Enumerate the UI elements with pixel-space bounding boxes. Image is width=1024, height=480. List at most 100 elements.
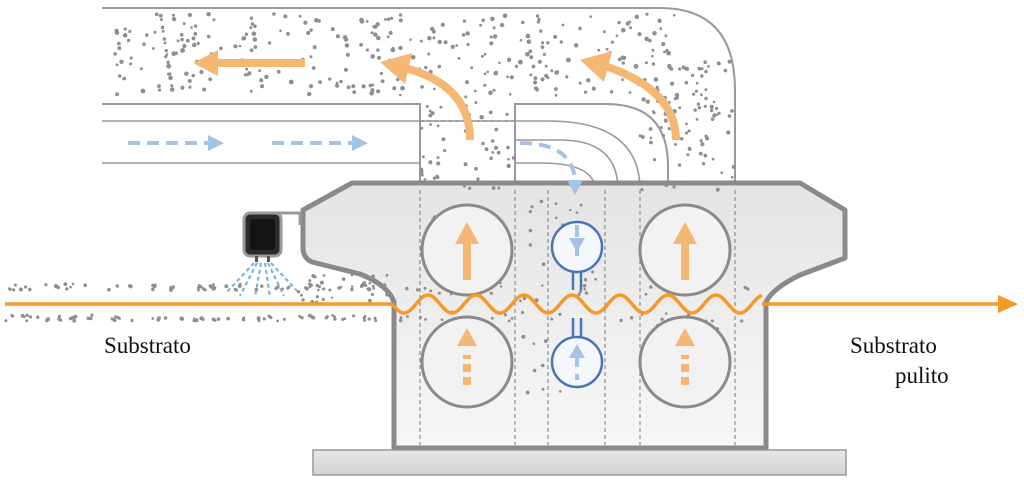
dust-particle — [465, 31, 470, 36]
dust-particle — [575, 211, 579, 214]
dust-particle — [687, 146, 692, 151]
dirty-air-flow — [215, 59, 689, 385]
dust-particle — [483, 83, 487, 87]
dust-particle — [260, 284, 264, 288]
dust-particle — [554, 87, 558, 91]
dust-particle — [678, 106, 682, 110]
dust-particle — [433, 87, 436, 91]
dust-particle — [468, 186, 472, 190]
dust-particle — [424, 318, 427, 321]
dust-particle — [490, 139, 495, 143]
dust-particle — [533, 86, 539, 91]
dust-particle — [481, 18, 486, 23]
dust-particle — [339, 285, 343, 289]
ionizing-air-nozzle-icon — [242, 211, 302, 262]
dust-particle — [164, 49, 168, 53]
dust-particle — [619, 318, 623, 323]
dust-particle — [377, 55, 381, 60]
dust-particle — [193, 32, 198, 36]
dust-particle — [305, 287, 309, 291]
dust-particle — [461, 33, 466, 37]
dust-particle — [385, 293, 389, 297]
dust-particle — [507, 157, 510, 161]
dust-particle — [651, 48, 655, 52]
dust-particle — [710, 319, 714, 323]
dust-particle — [743, 285, 747, 290]
dust-particle — [127, 284, 132, 288]
dust-particle — [115, 92, 120, 97]
dust-particle — [727, 59, 732, 64]
dust-particle — [450, 44, 455, 50]
dust-particle — [369, 91, 375, 96]
dust-particle — [350, 285, 354, 288]
dust-particle — [425, 104, 429, 108]
dust-particle — [213, 318, 217, 322]
dust-particle — [489, 156, 493, 160]
dust-particle — [212, 283, 215, 287]
dust-particle — [695, 81, 699, 85]
dust-particle — [532, 342, 536, 346]
dust-particle — [583, 278, 588, 282]
dust-particle — [633, 63, 639, 69]
dust-particle — [621, 78, 624, 82]
dust-particle — [659, 27, 663, 30]
dust-particle — [376, 89, 381, 94]
dust-particle — [730, 109, 734, 113]
dust-particle — [577, 292, 581, 296]
dust-particle — [118, 317, 121, 320]
dust-particle — [430, 26, 435, 32]
dust-particle — [376, 48, 380, 52]
dust-particle — [398, 45, 403, 51]
dust-particle — [427, 52, 431, 56]
dust-particle — [507, 319, 511, 323]
dust-particle — [420, 85, 424, 89]
dust-particle — [687, 129, 691, 133]
dust-particle — [130, 318, 134, 323]
clean-air-duct — [102, 120, 641, 191]
dust-particle — [370, 88, 375, 93]
dust-particle — [129, 56, 133, 60]
dust-particle — [312, 45, 317, 50]
dust-particle — [709, 108, 714, 113]
dust-particle — [692, 92, 696, 96]
dust-particle — [299, 293, 303, 297]
dust-particle — [238, 282, 242, 286]
dust-particle — [419, 169, 424, 174]
dust-particle — [546, 76, 550, 80]
dust-particle — [241, 37, 245, 41]
dust-particle — [249, 89, 253, 93]
dust-particle — [308, 84, 314, 89]
clean-air-arrowheads — [208, 135, 585, 358]
dust-particle — [550, 69, 554, 73]
dust-particle — [703, 153, 708, 158]
dust-particle — [171, 17, 177, 22]
dust-particle — [629, 26, 633, 30]
dust-particle — [502, 13, 508, 19]
dust-particle — [672, 185, 676, 189]
dust-particle — [117, 74, 122, 78]
dust-particle — [529, 55, 534, 60]
dust-particle — [455, 44, 459, 47]
dust-particle — [615, 34, 619, 37]
dust-particle — [649, 140, 653, 145]
dust-particle — [533, 80, 538, 85]
dust-particle — [554, 70, 559, 75]
dust-particle — [430, 111, 435, 116]
dust-particle — [351, 84, 356, 89]
dust-particle — [640, 135, 645, 139]
dust-particle — [584, 291, 589, 295]
dust-particle — [190, 26, 193, 29]
dust-particle — [198, 284, 203, 289]
dust-particle — [657, 18, 662, 23]
dust-particle — [591, 86, 596, 91]
input-substrate-label: Substrato — [104, 333, 191, 358]
dust-particle — [122, 33, 128, 38]
dust-particle — [380, 79, 385, 84]
dust-particle — [726, 130, 731, 135]
dust-particle — [238, 44, 242, 48]
dust-particle — [700, 142, 705, 147]
dust-particle — [416, 288, 420, 292]
dust-particle — [680, 137, 684, 141]
dust-particle — [685, 131, 689, 135]
